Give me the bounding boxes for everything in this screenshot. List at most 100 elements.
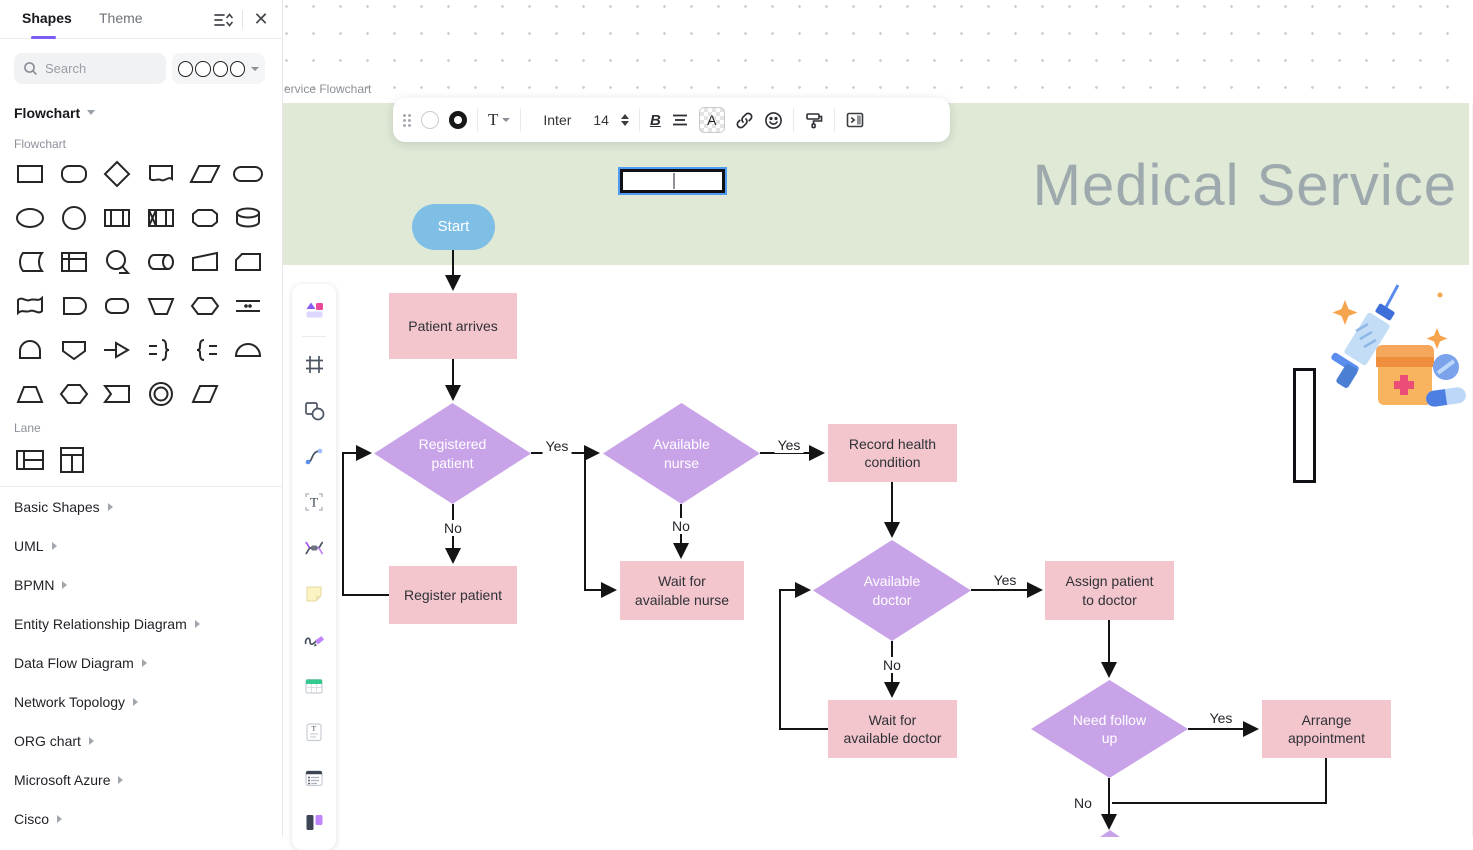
shape-lane-vertical[interactable] bbox=[51, 442, 93, 478]
category-org-chart[interactable]: ORG chart bbox=[0, 721, 283, 760]
shape-manual-operation[interactable] bbox=[140, 288, 182, 324]
shape-preparation[interactable] bbox=[184, 288, 226, 324]
fill-color-button[interactable] bbox=[421, 111, 439, 129]
shape-collate-notch[interactable] bbox=[96, 376, 138, 412]
shape-manual-input[interactable] bbox=[184, 244, 226, 280]
sparkle-icon bbox=[1333, 300, 1358, 325]
style-circle-icon bbox=[230, 61, 245, 77]
shape-merge-arrow[interactable] bbox=[96, 332, 138, 368]
shape-stored-data[interactable] bbox=[9, 244, 51, 280]
shape-hexagon[interactable] bbox=[53, 376, 95, 412]
shape-card[interactable] bbox=[227, 244, 269, 280]
shape-trapezoid[interactable] bbox=[9, 376, 51, 412]
side-panel-icon[interactable] bbox=[845, 110, 865, 130]
shape-direct-access-storage[interactable] bbox=[140, 244, 182, 280]
close-icon[interactable]: ✕ bbox=[249, 7, 273, 31]
active-tab-indicator bbox=[31, 36, 56, 39]
selected-text-element[interactable] bbox=[620, 169, 725, 193]
shape-half-circle[interactable] bbox=[227, 332, 269, 368]
insert-shapes-icon[interactable] bbox=[301, 296, 327, 322]
shape-lane-horizontal[interactable] bbox=[9, 442, 51, 478]
shape-circle[interactable] bbox=[53, 200, 95, 236]
font-size-value[interactable]: 14 bbox=[593, 112, 609, 128]
search-input[interactable] bbox=[45, 61, 155, 76]
shape-double-circle[interactable] bbox=[140, 376, 182, 412]
outline-icon[interactable] bbox=[301, 765, 327, 791]
shape-rounded-rectangle[interactable] bbox=[53, 156, 95, 192]
category-uml[interactable]: UML bbox=[0, 526, 283, 565]
tab-theme[interactable]: Theme bbox=[99, 10, 143, 26]
shape-off-page-connector[interactable] bbox=[53, 332, 95, 368]
shape-delay[interactable] bbox=[53, 288, 95, 324]
shape-brace-left[interactable] bbox=[184, 332, 226, 368]
chevron-down-icon bbox=[251, 67, 259, 71]
category-entity-relationship-diagram[interactable]: Entity Relationship Diagram bbox=[0, 604, 283, 643]
shape-skewed-parallelogram[interactable] bbox=[184, 376, 226, 412]
shape-parallelogram[interactable] bbox=[184, 156, 226, 192]
category-label: Microsoft Azure bbox=[14, 772, 110, 788]
font-family-select[interactable]: Inter bbox=[531, 112, 583, 128]
dot-grid bbox=[283, 0, 1473, 110]
shape-rounded-process[interactable] bbox=[96, 288, 138, 324]
text-icon[interactable]: T bbox=[301, 489, 327, 515]
shape-arch[interactable] bbox=[9, 332, 51, 368]
medicine-illustration[interactable] bbox=[1318, 283, 1468, 418]
shape-internal-storage[interactable] bbox=[53, 244, 95, 280]
empty-rectangle-shape[interactable] bbox=[1293, 368, 1316, 483]
search-box[interactable] bbox=[14, 53, 166, 84]
font-size-stepper[interactable] bbox=[621, 114, 629, 126]
mindmap-icon[interactable] bbox=[301, 535, 327, 561]
shape-alternate-process[interactable] bbox=[184, 200, 226, 236]
shape-brace-right[interactable] bbox=[140, 332, 182, 368]
category-network-topology[interactable]: Network Topology bbox=[0, 682, 283, 721]
style-circle-icon bbox=[178, 61, 193, 77]
library-title[interactable]: Flowchart bbox=[14, 105, 80, 121]
shape-diamond[interactable] bbox=[96, 156, 138, 192]
emoji-icon[interactable] bbox=[764, 111, 783, 130]
shape-document[interactable] bbox=[140, 156, 182, 192]
shape-loop-limit[interactable] bbox=[96, 244, 138, 280]
category-microsoft-azure[interactable]: Microsoft Azure bbox=[0, 760, 283, 799]
shape-database[interactable] bbox=[227, 200, 269, 236]
shape-ellipse[interactable] bbox=[9, 200, 51, 236]
shape-icon[interactable] bbox=[301, 397, 327, 423]
shape-flag[interactable] bbox=[9, 288, 51, 324]
medicine-bottle-icon bbox=[1376, 345, 1434, 405]
shape-annotation[interactable] bbox=[227, 288, 269, 324]
link-icon[interactable] bbox=[735, 111, 754, 130]
table-icon[interactable] bbox=[301, 673, 327, 699]
frame-title[interactable]: ervice Flowchart bbox=[284, 82, 371, 96]
shapes-sidebar: Shapes Theme ✕ Flowchart Flowchart Lane … bbox=[0, 0, 283, 837]
sticky-note-icon[interactable] bbox=[301, 581, 327, 607]
shape-internal-storage-x[interactable] bbox=[140, 200, 182, 236]
connector-icon[interactable] bbox=[301, 443, 327, 469]
shape-terminator[interactable] bbox=[227, 156, 269, 192]
chevron-down-icon bbox=[87, 110, 95, 115]
document-icon[interactable]: T bbox=[301, 719, 327, 745]
shape-predefined-process[interactable] bbox=[96, 200, 138, 236]
shape-style-picker[interactable] bbox=[172, 53, 265, 84]
tab-shapes[interactable]: Shapes bbox=[22, 10, 72, 26]
shape-grid bbox=[9, 156, 271, 412]
category-basic-shapes[interactable]: Basic Shapes bbox=[0, 487, 283, 526]
drag-handle-icon[interactable] bbox=[403, 114, 411, 127]
board-icon[interactable] bbox=[301, 811, 327, 837]
stroke-color-button[interactable] bbox=[449, 111, 467, 129]
collapse-panels-icon[interactable] bbox=[211, 8, 235, 32]
banner-title[interactable]: Medical Service bbox=[277, 152, 1457, 219]
sidebar-header: Shapes Theme ✕ bbox=[0, 0, 282, 39]
category-bpmn[interactable]: BPMN bbox=[0, 565, 283, 604]
format-painter-icon[interactable] bbox=[804, 110, 824, 130]
category-data-flow-diagram[interactable]: Data Flow Diagram bbox=[0, 643, 283, 682]
pen-icon[interactable] bbox=[301, 627, 327, 653]
align-button[interactable] bbox=[671, 111, 689, 129]
frame-icon[interactable] bbox=[301, 351, 327, 377]
category-cisco[interactable]: Cisco bbox=[0, 799, 283, 838]
text-style-button[interactable]: T bbox=[488, 110, 510, 130]
text-color-button[interactable]: A bbox=[699, 107, 725, 133]
bold-button[interactable]: B bbox=[650, 112, 661, 129]
chevron-right-icon bbox=[142, 659, 147, 667]
shape-rectangle[interactable] bbox=[9, 156, 51, 192]
